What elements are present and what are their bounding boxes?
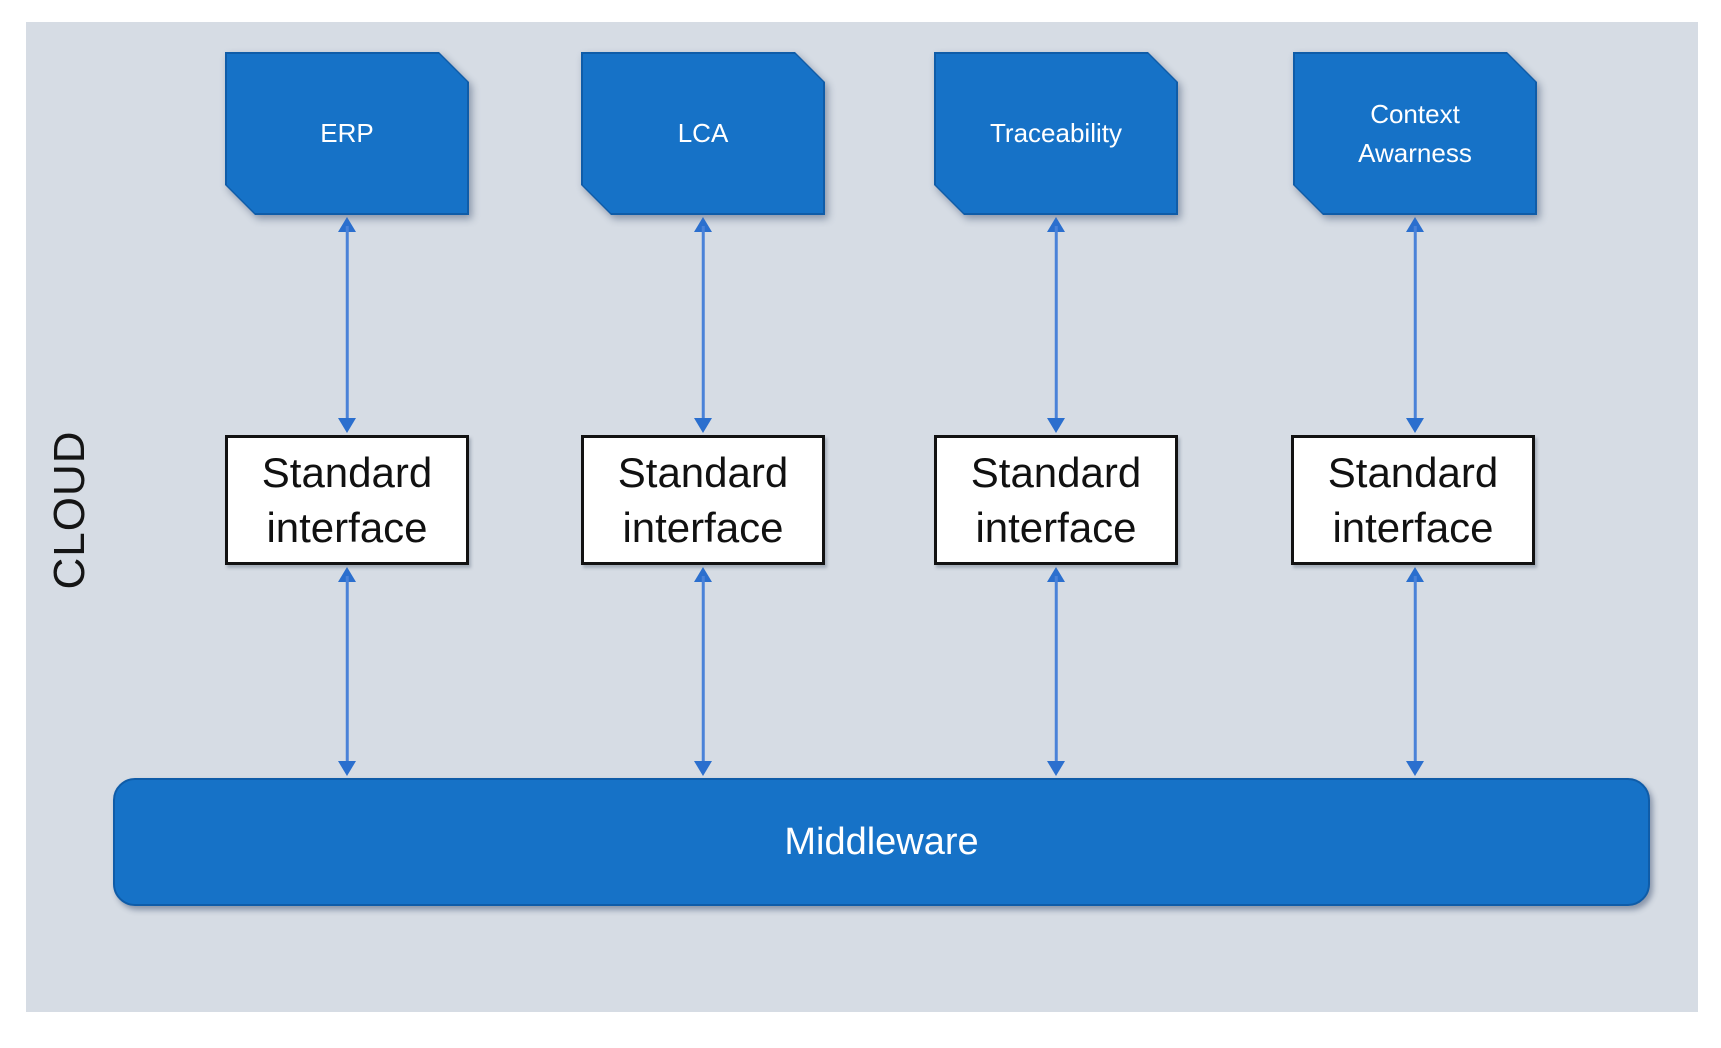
app-node-erp: ERP — [225, 52, 469, 215]
standard-interface-box-2: Standard interface — [581, 435, 825, 565]
standard-interface-box-4: Standard interface — [1291, 435, 1535, 565]
bidirectional-arrow-context-interface — [1406, 217, 1424, 433]
standard-interface-box-1: Standard interface — [225, 435, 469, 565]
app-node-traceability: Traceability — [934, 52, 1178, 215]
standard-interface-box-3: Standard interface — [934, 435, 1178, 565]
app-node-context-awareness: Context Awarness — [1293, 52, 1537, 215]
bidirectional-arrow-lca-interface — [694, 217, 712, 433]
bidirectional-arrow-erp-interface — [338, 217, 356, 433]
app-node-lca: LCA — [581, 52, 825, 215]
bidirectional-arrow-interface4-middleware — [1406, 567, 1424, 776]
bidirectional-arrow-traceability-interface — [1047, 217, 1065, 433]
bidirectional-arrow-interface3-middleware — [1047, 567, 1065, 776]
cloud-region-label: CLOUD — [45, 430, 94, 590]
middleware-bar: Middleware — [113, 778, 1650, 906]
bidirectional-arrow-interface2-middleware — [694, 567, 712, 776]
app-node-traceability-label: Traceability — [990, 118, 1122, 148]
app-node-erp-label: ERP — [320, 118, 374, 148]
bidirectional-arrow-interface1-middleware — [338, 567, 356, 776]
app-node-lca-label: LCA — [677, 118, 729, 148]
app-node-context-awareness-label: Context Awarness — [1358, 98, 1472, 168]
